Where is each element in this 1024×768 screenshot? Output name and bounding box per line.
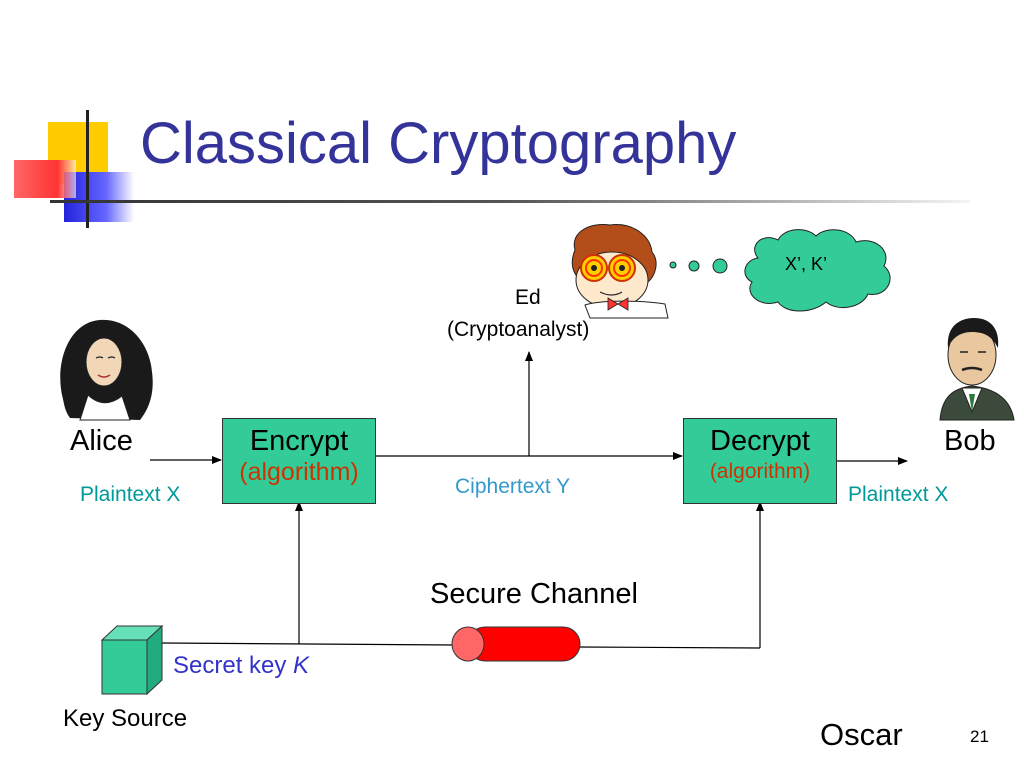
oscar-label: Oscar [820,717,903,752]
bob-name-label: Bob [944,425,996,457]
title-accent-red-square [14,160,76,198]
secret-key-text: Secret key [173,652,294,679]
slide-title: Classical Cryptography [140,111,737,176]
encrypt-box: Encrypt (algorithm) [222,418,376,504]
plaintext-left-label: Plaintext X [80,483,181,506]
plaintext-right-label: Plaintext X [848,483,949,506]
title-accent-vertical-line [86,110,89,228]
ed-role-label: (Cryptoanalyst) [447,318,590,341]
secure-channel-label: Secure Channel [430,578,638,610]
decrypt-label: Decrypt [710,425,810,457]
encrypt-label: Encrypt [249,425,349,457]
key-source-label: Key Source [63,705,188,732]
key-line-source-to-channel [161,642,456,646]
page-number: 21 [970,727,989,746]
encrypt-algorithm-label: (algorithm) [239,458,359,486]
secret-key-variable: K [293,652,310,679]
ed-name-label: Ed [515,286,541,309]
secret-key-label: Secret key K [173,652,309,680]
thought-bubble-text: X’, K’ [785,254,828,274]
title-rule-line [50,200,970,203]
ciphertext-label: Ciphertext Y [455,475,571,498]
key-line-channel-to-decrypt [579,646,761,649]
decrypt-algorithm-label: (algorithm) [709,460,811,483]
alice-name-label: Alice [70,425,133,457]
decrypt-box: Decrypt (algorithm) [683,418,837,504]
